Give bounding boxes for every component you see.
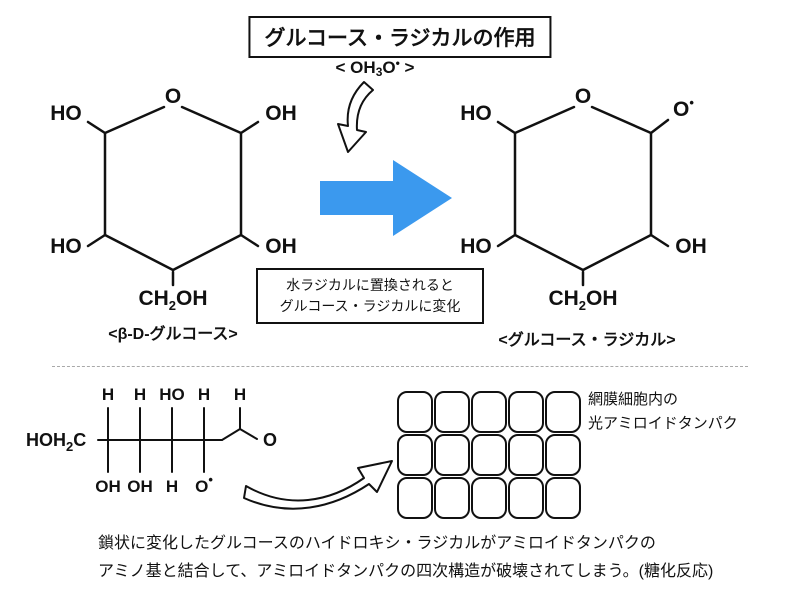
footer-line1: 鎖状に変化したグルコースのハイドロキシ・ラジカルがアミロイドタンパクの (98, 535, 656, 552)
chain-bottom-label-2: OH (127, 477, 153, 496)
diagram-title: グルコース・ラジカルの作用 (248, 16, 552, 58)
chain-hoh2c-label: HOH2C (26, 430, 86, 454)
bond (496, 120, 517, 135)
beta-d-glucose-structure: O HO OH HO OH CH2OH (50, 85, 297, 313)
chain-top-label-2: H (134, 385, 146, 404)
protein-cell (397, 477, 433, 519)
left-ring-o-label: O (165, 85, 181, 108)
hoh2c-pre: HOH (26, 430, 66, 450)
left-ring-caption: <β-D-グルコース> (108, 326, 238, 343)
ch2oh-post: OH (586, 287, 618, 310)
ch2oh-sub: 2 (169, 298, 176, 313)
protein-label-line2: 光アミロイドタンパク (588, 415, 738, 432)
left-ring-oh-lower-label: OH (265, 235, 297, 258)
chain-radical-dot: • (208, 472, 213, 487)
water-radical-dot: • (395, 56, 400, 70)
bond (180, 105, 243, 135)
ch2oh-post: OH (176, 287, 208, 310)
transform-note: 水ラジカルに置換されると グルコース・ラジカルに変化 (256, 268, 484, 324)
chain-top-label-1: H (102, 385, 114, 404)
protein-cell (471, 434, 507, 476)
protein-cell (508, 434, 544, 476)
protein-cell (508, 391, 544, 433)
left-ring-ho-lower-label: HO (50, 235, 82, 258)
left-ring-ch2oh-label: CH2OH (138, 287, 207, 313)
right-ring-o-radical-label: O• (673, 95, 694, 121)
glucose-radical-structure: O HO O• HO OH CH2OH (460, 85, 707, 313)
ch2oh-pre: CH (548, 287, 578, 310)
chain-top-label-4: H (198, 385, 210, 404)
bond (581, 233, 653, 272)
bond (86, 233, 107, 248)
right-ring-caption: <グルコース・ラジカル> (498, 332, 676, 349)
bond (590, 105, 653, 135)
chain-to-protein-arrow (243, 460, 393, 510)
protein-label-line1: 網膜細胞内の (588, 391, 679, 408)
transform-note-line1: 水ラジカルに置換されると (286, 277, 454, 293)
protein-cell (434, 434, 470, 476)
chain-bottom-label-3: H (166, 477, 178, 496)
chain-top-label-5: H (234, 385, 246, 404)
ch2oh-pre: CH (138, 287, 168, 310)
bond (239, 233, 260, 248)
footer-line2: アミノ基と結合して、アミロイドタンパクの四次構造が破壊されてしまう。(糖化反応) (98, 563, 714, 580)
amyloid-protein-grid (397, 391, 581, 519)
right-ring-ho-upper-label: HO (460, 102, 492, 125)
right-ring-o-label: O (575, 85, 591, 108)
water-radical-sub: 3 (375, 65, 383, 79)
bond (239, 120, 260, 135)
blue-transform-arrow (320, 160, 452, 236)
protein-cell (471, 391, 507, 433)
protein-label: 網膜細胞内の 光アミロイドタンパク (588, 388, 738, 436)
bond (103, 105, 166, 135)
hoh2c-post: C (73, 430, 86, 450)
bond (221, 428, 241, 441)
water-radical-o: O (382, 58, 396, 77)
hoh2c-sub: 2 (66, 439, 73, 454)
bond (239, 428, 258, 440)
water-radical-label: < OH3O• > (317, 56, 433, 79)
protein-cell (545, 391, 581, 433)
protein-cell (545, 434, 581, 476)
protein-cell (508, 477, 544, 519)
chain-o-radical-label: O• (195, 472, 213, 496)
protein-cell (545, 477, 581, 519)
water-radical-post: > (399, 58, 415, 77)
chain-top-label-3: HO (159, 385, 185, 404)
bond (513, 233, 585, 272)
protein-cell (397, 434, 433, 476)
right-ring-ch2oh-label: CH2OH (548, 287, 617, 313)
protein-cell (434, 477, 470, 519)
protein-cell (397, 391, 433, 433)
protein-cell (434, 391, 470, 433)
radical-attack-arrow (337, 81, 374, 153)
bond (649, 233, 670, 248)
bond (103, 233, 175, 272)
open-chain-glucose-structure: HOH2C H H HO H H OH OH H O• O (26, 385, 277, 496)
bond (649, 118, 670, 135)
footer-note: 鎖状に変化したグルコースのハイドロキシ・ラジカルがアミロイドタンパクの アミノ基… (98, 530, 713, 586)
protein-cell (471, 477, 507, 519)
radical-dot: • (689, 95, 694, 110)
ch2oh-sub: 2 (579, 298, 586, 313)
bond (496, 233, 517, 248)
bond (513, 105, 576, 135)
right-ring-ho-lower-label: HO (460, 235, 492, 258)
bond (86, 120, 107, 135)
chain-bottom-label-1: OH (95, 477, 121, 496)
right-ring-oh-lower-label: OH (675, 235, 707, 258)
left-ring-ho-upper-label: HO (50, 102, 82, 125)
o-radical-o: O (673, 98, 689, 121)
water-radical-pre: < OH (335, 58, 376, 77)
chain-radical-o: O (195, 477, 208, 496)
transform-note-line2: グルコース・ラジカルに変化 (279, 298, 461, 314)
left-ring-oh-upper-label: OH (265, 102, 297, 125)
section-divider (52, 366, 748, 367)
chain-right-o-label: O (263, 430, 277, 450)
bond (171, 233, 243, 272)
